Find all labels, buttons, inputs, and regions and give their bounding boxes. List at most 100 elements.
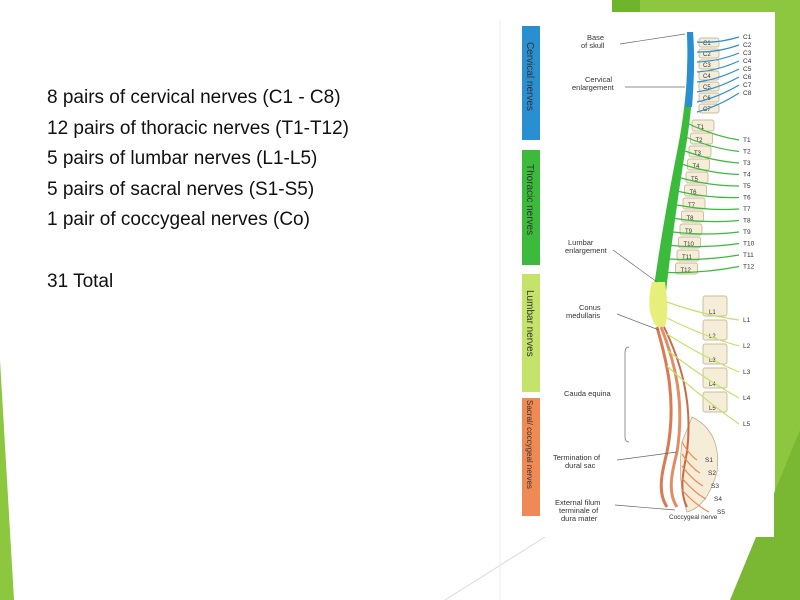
nerve-label: S4: [714, 496, 722, 503]
left-annotations: Base of skull Cervical enlargement Lumba…: [553, 33, 718, 523]
label-filum-1: External filum: [555, 498, 600, 507]
sacral-bar: [522, 398, 540, 516]
vertebra-label: L3: [709, 358, 716, 364]
vertebra-label: T11: [682, 255, 693, 261]
label-coccygeal-nerve: Coccygeal nerve: [669, 514, 718, 521]
nerve-line: [676, 204, 740, 211]
vertebra-label: T3: [694, 151, 702, 157]
label-termination-2: dural sac: [565, 461, 596, 470]
nerve-label: C4: [743, 58, 752, 65]
nerve-label: T11: [743, 252, 754, 259]
vertebra: [678, 236, 701, 249]
vertebra: [702, 391, 728, 413]
nerve-label: T12: [743, 264, 755, 271]
nerve-line: [681, 441, 698, 461]
label-base-of-skull-2: of skull: [581, 41, 605, 50]
leader-lines: [612, 33, 686, 511]
label-conus-medullaris-1: Conus: [579, 303, 601, 312]
nerve-line: [666, 265, 740, 274]
vertebra-label: T6: [690, 190, 698, 196]
spinal-nerves-figure: Cervical nerves Thoracic nerves Lumbar n…: [517, 12, 774, 537]
nerve-label: T7: [743, 206, 751, 213]
cervical-bar-label: Cervical nerves: [524, 42, 535, 111]
total-line: 31 Total: [47, 270, 114, 292]
lumbar-bar-label: Lumbar nerves: [524, 290, 535, 357]
nerve-label: S1: [705, 457, 713, 464]
label-lumbar-enlargement-2: enlargement: [565, 246, 608, 255]
nerve-line: [688, 123, 740, 141]
nerve-line: [674, 217, 740, 223]
vertebra-label: L1: [709, 310, 716, 316]
nerve-label: T6: [743, 195, 751, 202]
lumbar-bar: [522, 274, 540, 392]
nerve-label: C5: [743, 66, 752, 73]
nerve-line: [666, 349, 740, 399]
nerve-label: C6: [743, 74, 752, 81]
label-cervical-enlargement-1: Cervical: [585, 75, 612, 84]
nerve-label: L3: [743, 369, 751, 376]
label-termination-1: Termination of: [553, 453, 601, 462]
vertebra-label: T5: [691, 177, 699, 183]
vertebra-label: T9: [685, 229, 693, 235]
nerve-labels: C1C2C3C4C5C6C7C8T1T2T3T4T5T6T7T8T9T10T11…: [705, 34, 755, 516]
vertebra: [702, 343, 728, 365]
vertebra-label: L5: [709, 406, 716, 412]
nerve-line: [696, 44, 740, 53]
nerve-label: T2: [743, 149, 751, 156]
vertebra-label: T12: [681, 268, 692, 274]
nerve-label: T1: [743, 137, 751, 144]
thoracic-bar-label: Thoracic nerves: [524, 164, 535, 235]
sacrum: [679, 416, 719, 513]
nerve-label: L5: [743, 421, 751, 428]
nerve-line: [696, 52, 740, 63]
cord-conus: [649, 282, 668, 327]
vertebra: [675, 262, 698, 275]
spinal-cord: [649, 32, 695, 508]
nerve-line: [678, 190, 740, 199]
nerve-line: [686, 136, 740, 153]
nerve-label: L2: [743, 343, 751, 350]
vertebra-label: T2: [696, 138, 704, 144]
nerve-line: [668, 254, 740, 261]
nerve-label: T8: [743, 218, 751, 225]
sacral-line: 5 pairs of sacral nerves (S1-S5): [47, 178, 315, 200]
cord-thoracic: [652, 32, 694, 302]
nerve-label: C1: [743, 34, 752, 41]
label-conus-medullaris-2: medullaris: [566, 311, 600, 320]
nerve-count-list: 8 pairs of cervical nerves (C1 - C8) 12 …: [47, 83, 467, 297]
nerve-label: T10: [743, 241, 755, 248]
nerve-label: C8: [743, 90, 752, 97]
vertebra-label: C4: [703, 74, 711, 80]
spinal-diagram: Cervical nerves Thoracic nerves Lumbar n…: [522, 26, 755, 523]
vertebra-label: T7: [688, 203, 696, 209]
nerve-line: [680, 177, 740, 187]
nerve-line: [696, 84, 740, 103]
label-cauda-equina: Cauda equina: [564, 389, 612, 398]
vertebra-label: T10: [684, 242, 695, 248]
nerve-lines: [666, 36, 740, 513]
label-lumbar-enlargement-1: Lumbar: [568, 238, 594, 247]
nerve-line: [666, 365, 740, 425]
vertebra: [702, 319, 728, 341]
nerve-line: [681, 477, 707, 500]
nerve-line: [666, 301, 740, 321]
vertebra: [698, 59, 720, 70]
vertebra-label: C3: [703, 63, 711, 69]
cauda-equina-1: [655, 326, 673, 508]
vertebra: [702, 367, 728, 389]
coccygeal-line: 1 pair of coccygeal nerves (Co): [47, 209, 310, 230]
nerve-label: T3: [743, 160, 751, 167]
nerve-label: T9: [743, 229, 751, 236]
nerve-line: [666, 333, 740, 373]
label-cervical-enlargement-2: enlargement: [572, 83, 615, 92]
nerve-label: C7: [743, 82, 752, 89]
nerve-line: [696, 76, 740, 93]
nerve-line: [681, 465, 704, 487]
vertebra: [681, 210, 704, 223]
vertebra-label: T8: [687, 216, 695, 222]
cord-cervical: [685, 32, 695, 107]
vertebra-label: C1: [703, 41, 711, 47]
nerve-line: [682, 163, 740, 176]
cauda-equina-3: [663, 326, 690, 508]
